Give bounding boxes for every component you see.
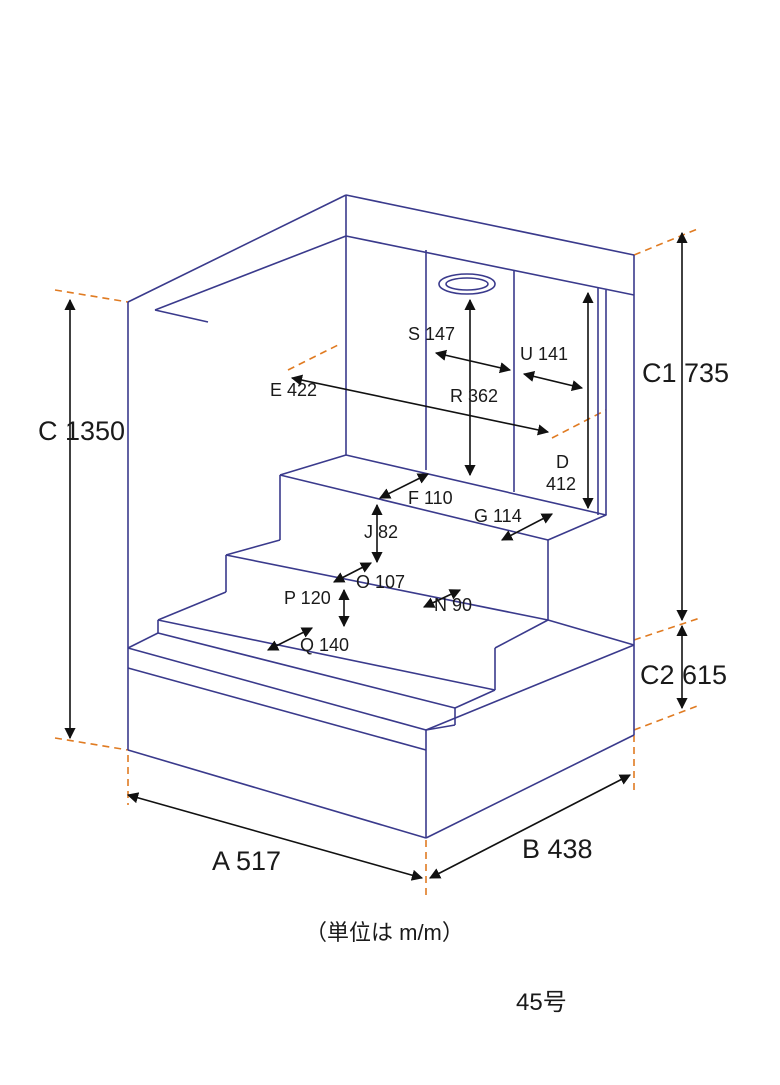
dimension-labels: C 1350 C1 735 C2 615 A 517 B 438 S 147 U… xyxy=(38,324,729,876)
label-p: P 120 xyxy=(284,588,331,608)
label-j: J 82 xyxy=(364,522,398,542)
dimension-arrows xyxy=(64,231,688,881)
label-c1: C1 735 xyxy=(642,358,729,388)
label-c2: C2 615 xyxy=(640,660,727,690)
label-d-letter: D xyxy=(556,452,569,472)
model-number: 45号 xyxy=(516,989,567,1016)
label-q: Q 140 xyxy=(300,635,349,655)
label-s: S 147 xyxy=(408,324,455,344)
label-d-value: 412 xyxy=(546,474,576,494)
label-e: E 422 xyxy=(270,380,317,400)
label-r: R 362 xyxy=(450,386,498,406)
label-f: F 110 xyxy=(408,488,453,508)
label-c: C 1350 xyxy=(38,416,125,446)
unit-note: （単位は m/m） xyxy=(305,920,464,945)
label-a: A 517 xyxy=(212,846,281,876)
label-g: G 114 xyxy=(474,506,522,526)
label-b: B 438 xyxy=(522,834,593,864)
label-u: U 141 xyxy=(520,344,568,364)
label-n: N 90 xyxy=(434,595,472,615)
label-o: O 107 xyxy=(356,572,405,592)
tub-outline xyxy=(127,194,635,839)
